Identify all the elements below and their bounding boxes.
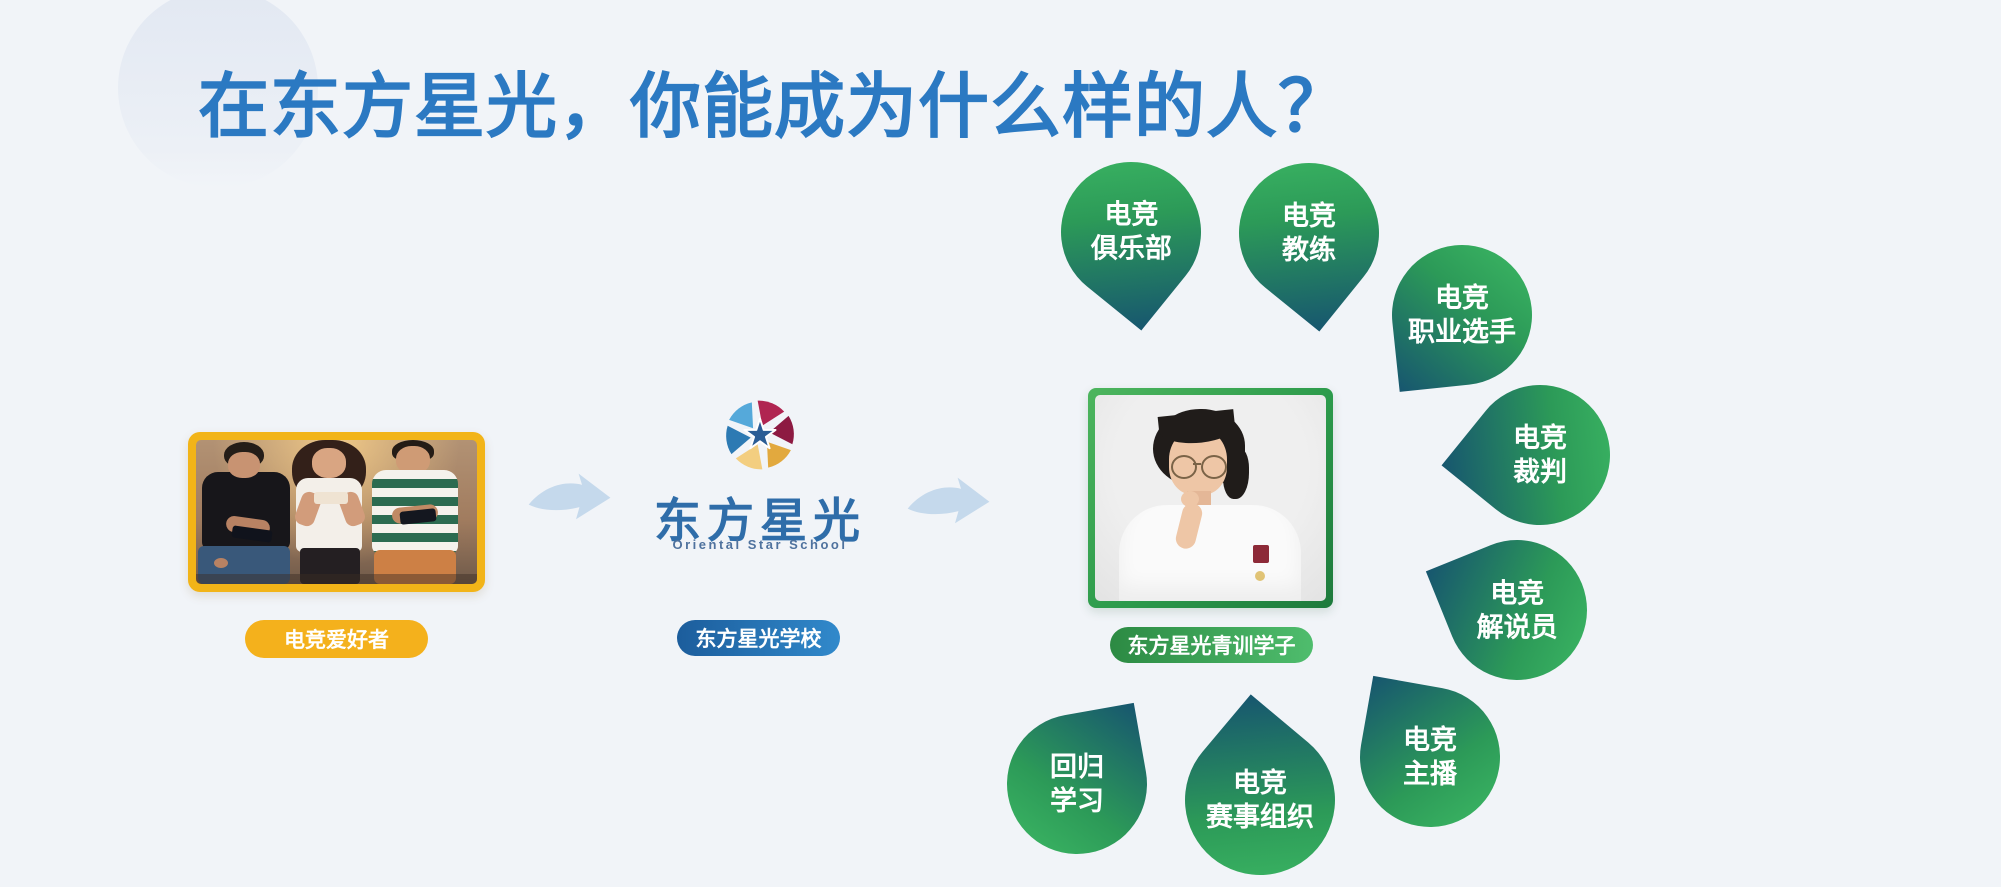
person-figure [198, 546, 290, 584]
career-drop-pro-player: 电竞职业选手 [1385, 238, 1539, 392]
career-drop-label: 电竞裁判 [1513, 423, 1567, 487]
school-logo-subtitle: Oriental Star School [672, 537, 848, 552]
person-figure [1223, 447, 1249, 499]
career-drop-commentator: 电竞解说员 [1425, 518, 1609, 702]
career-drop-label: 回归学习 [1050, 752, 1104, 816]
flow-arrow-icon [528, 473, 611, 520]
decorative-circle [118, 0, 318, 188]
flow-arrow-icon [907, 477, 990, 524]
enthusiasts-photo [196, 440, 477, 584]
page-title: 在东方星光，你能成为什么样的人？ [198, 68, 1351, 147]
student-photo [1095, 395, 1326, 601]
school-logo-icon [726, 400, 794, 470]
career-drop-referee: 电竞裁判 [1441, 356, 1639, 554]
student-badge: 东方星光青训学子 [1110, 627, 1313, 663]
career-drop-label: 电竞主播 [1403, 725, 1457, 789]
enthusiasts-photo-frame [188, 432, 485, 592]
career-drop-label: 电竞职业选手 [1408, 283, 1516, 347]
phone-icon [314, 492, 348, 504]
career-drop-coach: 电竞教练 [1210, 134, 1408, 332]
person-figure [1119, 505, 1301, 601]
career-drop-label: 电竞俱乐部 [1090, 200, 1172, 264]
person-figure [214, 558, 228, 568]
person-figure [1181, 491, 1199, 507]
career-drop-club: 电竞俱乐部 [1032, 133, 1230, 331]
career-drop-label: 电竞教练 [1282, 201, 1336, 265]
person-figure [374, 550, 456, 584]
school-badge: 东方星光学校 [677, 620, 840, 656]
person-figure [396, 446, 430, 474]
enthusiast-badge: 电竞爱好者 [245, 620, 428, 658]
glasses-icon [1171, 455, 1197, 479]
career-drop-streamer: 电竞主播 [1348, 675, 1512, 839]
couch-shadow [196, 574, 477, 584]
shirt-print [1253, 545, 1269, 563]
career-drop-label: 电竞赛事组织 [1206, 768, 1314, 832]
school-logo-title: 东方星光 [654, 496, 866, 548]
person-figure [228, 452, 260, 478]
career-drop-return-to-study: 回归学习 [995, 702, 1159, 866]
shirt-print [1255, 571, 1265, 581]
glasses-icon [1193, 463, 1201, 465]
person-figure [312, 448, 346, 478]
person-figure [300, 548, 360, 584]
glasses-icon [1201, 455, 1227, 479]
career-drop-event-organizer: 电竞赛事组织 [1154, 694, 1366, 887]
career-drop-label: 电竞解说员 [1476, 578, 1558, 642]
student-photo-frame [1088, 388, 1333, 608]
